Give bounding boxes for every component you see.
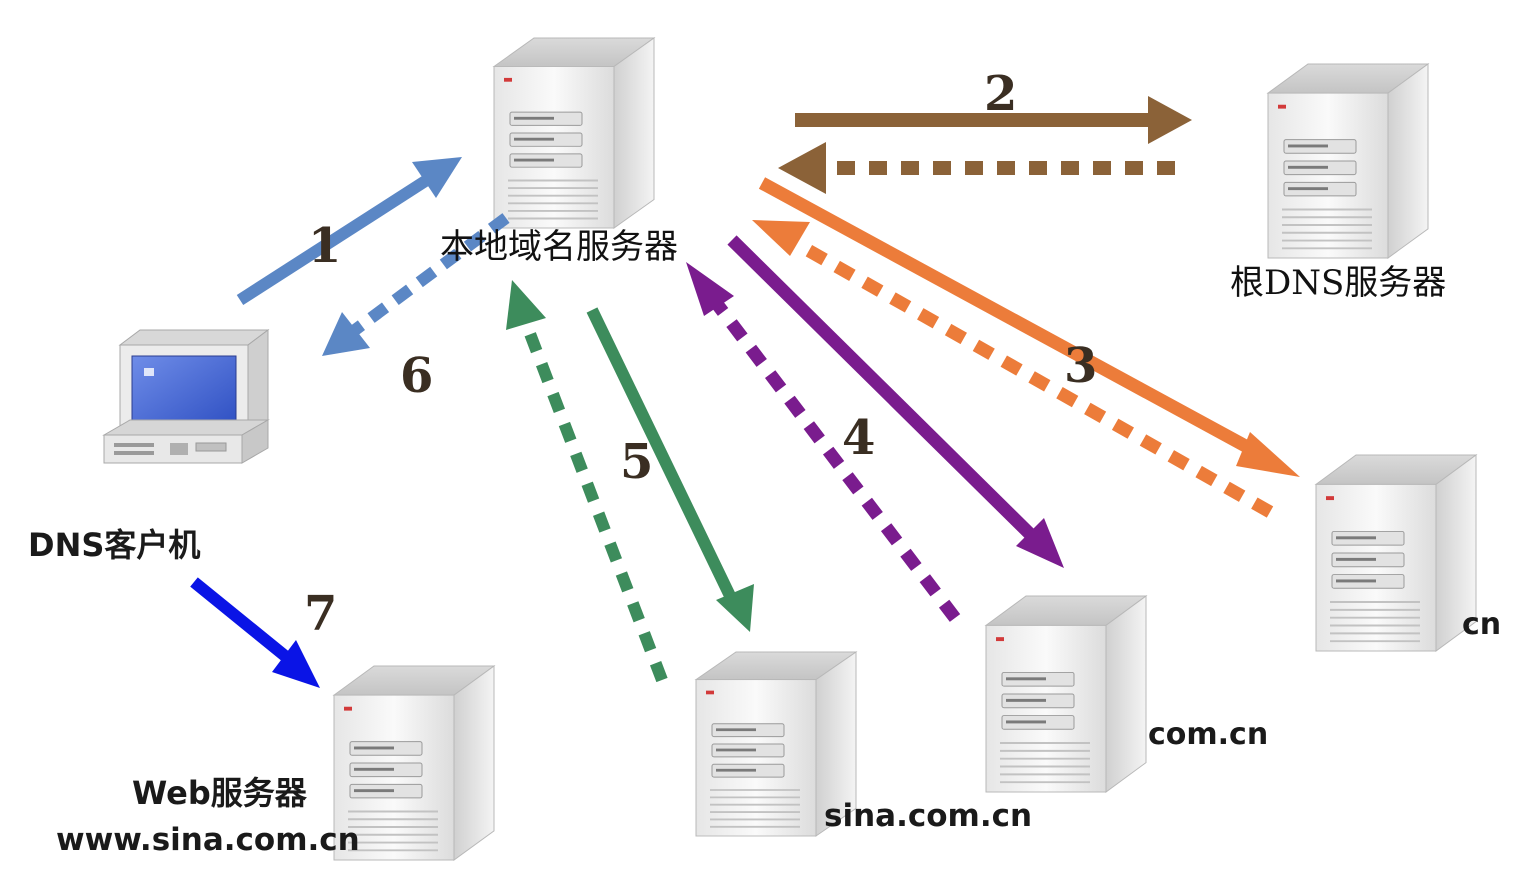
cn-label: cn	[1462, 607, 1501, 642]
step-3-arrow	[758, 177, 1300, 477]
comcn-server-icon	[985, 595, 1147, 793]
local-dns-label: 本地域名服务器	[440, 227, 678, 267]
step-4-arrow	[727, 235, 1064, 568]
step-1-arrow	[236, 157, 462, 306]
step-5-number: 5	[620, 434, 653, 490]
root-dns-label: 根DNS服务器	[1230, 263, 1446, 303]
step-1-number: 1	[308, 218, 341, 274]
step-7-number: 7	[304, 586, 337, 642]
cn-server-icon	[1315, 454, 1477, 652]
step-5-return-arrow	[506, 280, 668, 683]
step-6-number: 6	[400, 348, 433, 404]
step-3-number: 3	[1064, 338, 1097, 394]
step-3-return-arrow	[752, 220, 1274, 518]
root-dns-server-icon	[1267, 63, 1429, 259]
step-4-number: 4	[842, 410, 875, 466]
step-2-number: 2	[984, 66, 1017, 122]
step-2-return-arrow	[778, 142, 1175, 194]
web-server-hostname: www.sina.com.cn	[56, 822, 360, 858]
step-2-arrow	[795, 96, 1192, 144]
step-6-arrow	[322, 213, 510, 356]
dns-client-label: DNS客户机	[28, 526, 200, 564]
step-4-return-arrow	[686, 262, 961, 622]
step-7-arrow	[190, 577, 320, 688]
step-5-arrow	[586, 307, 754, 632]
desktop-computer-icon	[102, 329, 270, 464]
web-server-label: Web服务器	[132, 774, 308, 812]
sinacomcn-label: sina.com.cn	[824, 798, 1032, 834]
local-dns-server-icon	[493, 37, 655, 230]
comcn-label: com.cn	[1148, 717, 1268, 752]
